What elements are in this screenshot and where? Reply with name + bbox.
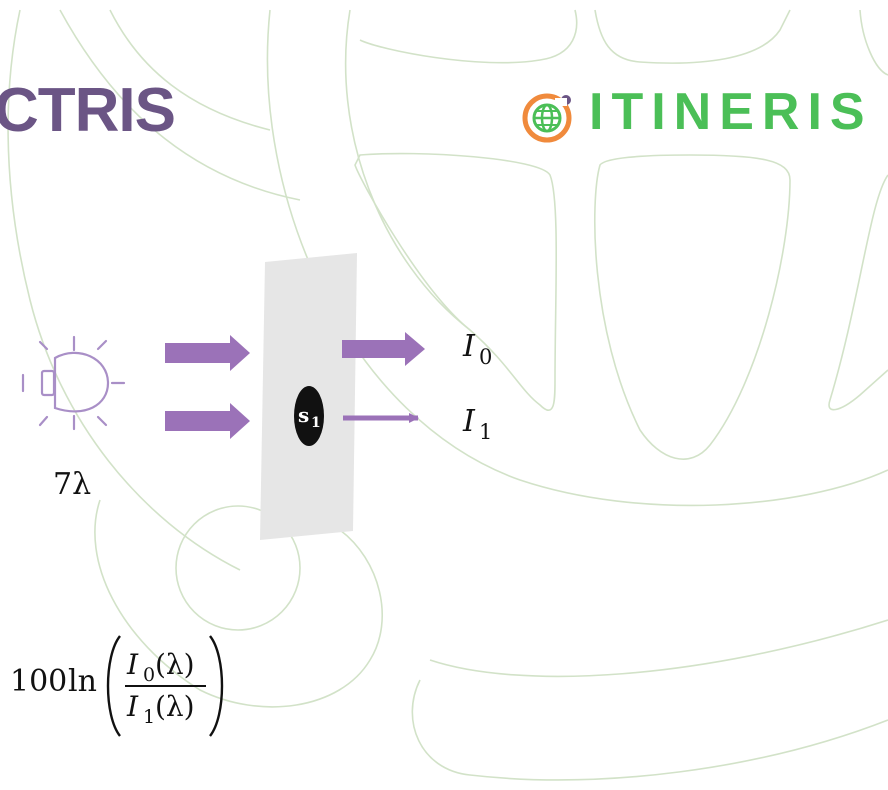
sample-ellipse [294,386,324,446]
itineris-logo: ITINERIS [519,86,865,144]
incoming-beam-arrow-top [165,335,250,371]
light-bulb-icon [21,335,126,431]
globe-logo-icon [522,93,572,143]
formula-left-paren [106,635,121,737]
output-label-i0-subscript: 0 [479,345,492,369]
sample-subscript: 1 [311,415,321,431]
output-label-i1-symbol: I [462,404,476,439]
formula-numerator-subscript: 0 [143,664,155,686]
formula-denominator-subscript: 1 [143,706,155,728]
logo-wordmark: ITINERIS [589,83,873,141]
incoming-beam-arrow-bottom [165,403,250,439]
output-label-i0-symbol: I [462,329,476,364]
transmitted-beam-arrow-i0 [342,332,425,366]
formula-right-paren [209,635,224,737]
sample-label: s [298,403,309,427]
formula-function: ln [68,664,97,699]
output-label-i1-subscript: 1 [479,420,492,444]
formula-coefficient: 100 [10,664,67,699]
absorbance-formula: 100 ln I 0 (λ) I 1 (λ) [10,635,224,737]
formula-numerator-argument: (λ) [155,648,195,681]
source-wavelength-label: 7λ [53,467,91,502]
formula-denominator-argument: (λ) [155,690,195,723]
formula-denominator-symbol: I [126,690,139,723]
formula-numerator-symbol: I [126,648,139,681]
slide-title: CTRIS [0,76,176,145]
